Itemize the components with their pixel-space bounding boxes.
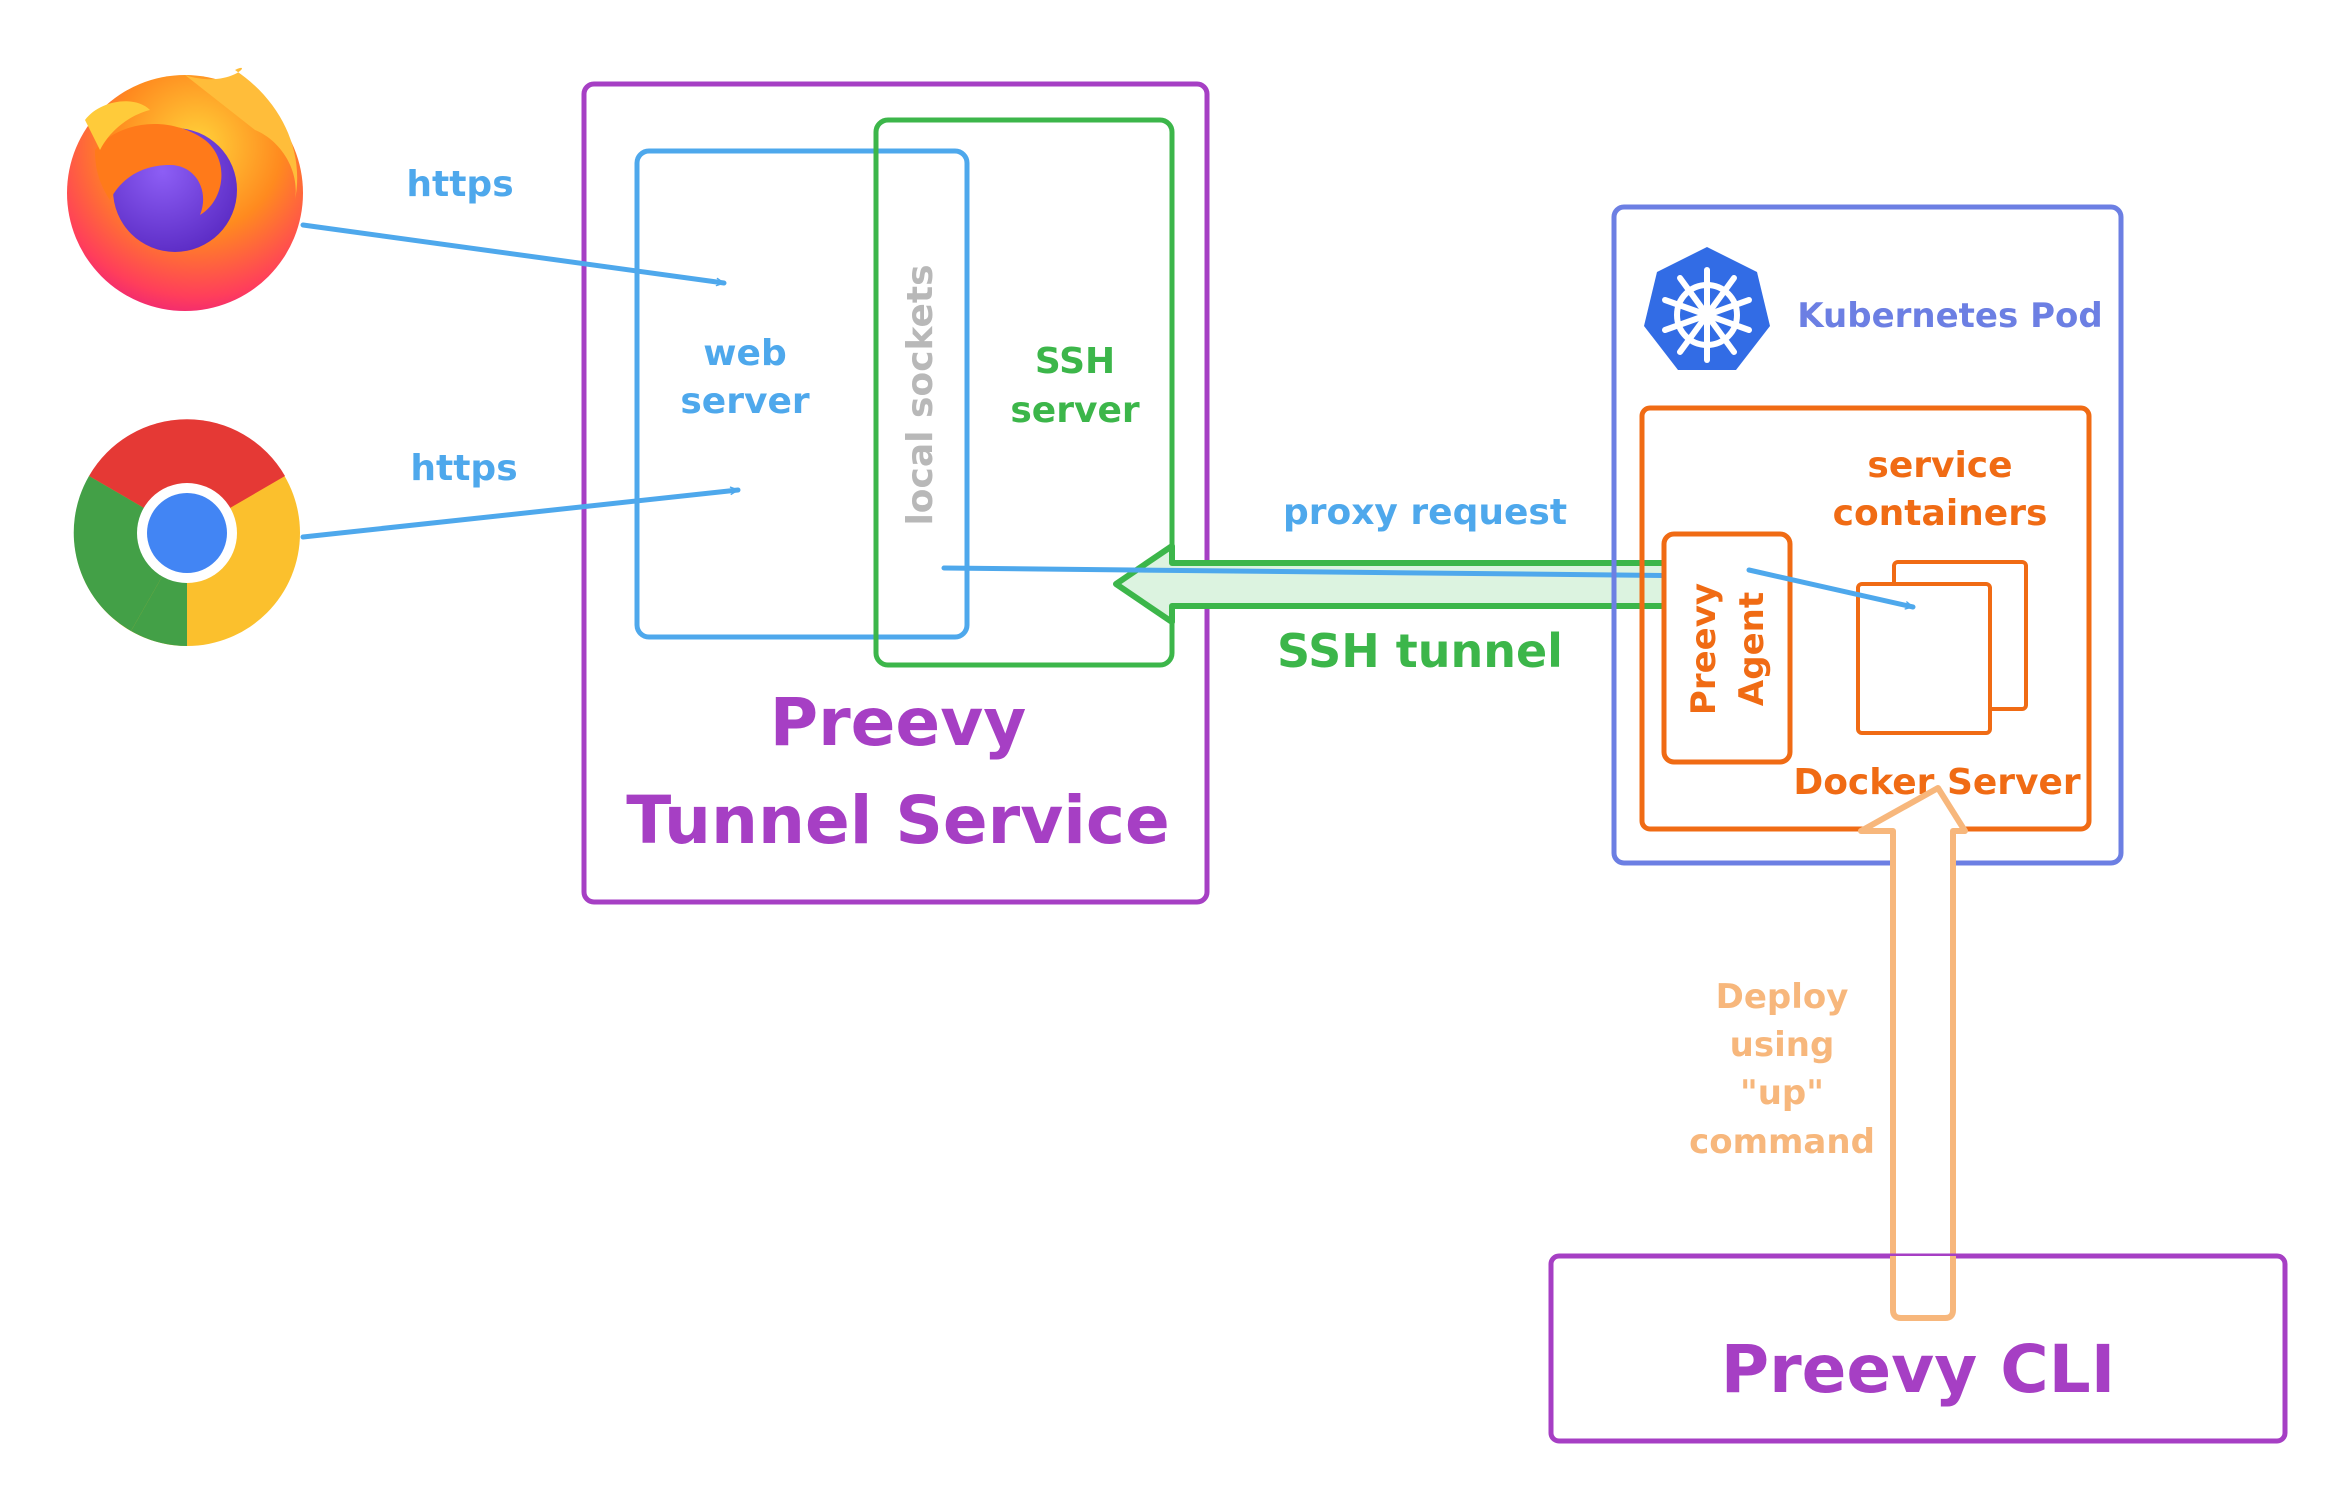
- preevy-cli-label: Preevy CLI: [1721, 1331, 2116, 1408]
- service-container-front: [1856, 582, 1992, 735]
- service-containers-label-line1: service: [1867, 445, 2012, 486]
- preevy-agent-label-line2: Agent: [1732, 592, 1772, 706]
- ssh-server-label-line2: server: [1010, 390, 1139, 431]
- tunnel-service-title-line2: Tunnel Service: [626, 782, 1169, 859]
- proxy-request-arrow: [941, 565, 1716, 581]
- firefox-icon: [67, 67, 303, 311]
- https-arrow-bottom: [300, 486, 741, 540]
- https-label-bottom: https: [410, 448, 517, 489]
- ssh-tunnel-label: SSH tunnel: [1277, 624, 1563, 678]
- kubernetes-icon: [1644, 247, 1770, 370]
- tunnel-service-box: [581, 81, 1210, 905]
- deploy-label-line1: Deploy: [1716, 977, 1849, 1017]
- tunnel-service-title-line1: Preevy: [770, 684, 1027, 761]
- ssh-server-box: [873, 117, 1175, 668]
- web-server-label-line2: server: [680, 381, 809, 422]
- ssh-server-label-line1: SSH: [1035, 341, 1115, 382]
- preevy-agent-label-line1: Preevy: [1684, 583, 1724, 715]
- kubernetes-pod-label: Kubernetes Pod: [1797, 296, 2102, 336]
- ssh-tunnel-outline: [1113, 543, 1673, 625]
- deploy-arrow: [1858, 785, 1968, 1313]
- web-server-box: [634, 148, 970, 640]
- agent-to-containers-arrow: [1746, 567, 1916, 610]
- deploy-label-line2: using: [1730, 1025, 1835, 1065]
- deploy-arrow-base: [1890, 1256, 1956, 1321]
- proxy-request-label: proxy request: [1283, 492, 1567, 533]
- chrome-icon: [73, 419, 300, 646]
- preevy-agent-box: [1661, 531, 1793, 765]
- deploy-label-line3: "up": [1740, 1073, 1824, 1113]
- https-arrow-top: [300, 222, 727, 287]
- service-containers-label-line2: containers: [1833, 493, 2048, 534]
- local-sockets-label: local sockets: [900, 264, 941, 525]
- deploy-label-line4: command: [1689, 1122, 1875, 1162]
- kubernetes-pod-box: [1611, 204, 2124, 866]
- https-label-top: https: [406, 164, 513, 205]
- web-server-label-line1: web: [703, 333, 786, 374]
